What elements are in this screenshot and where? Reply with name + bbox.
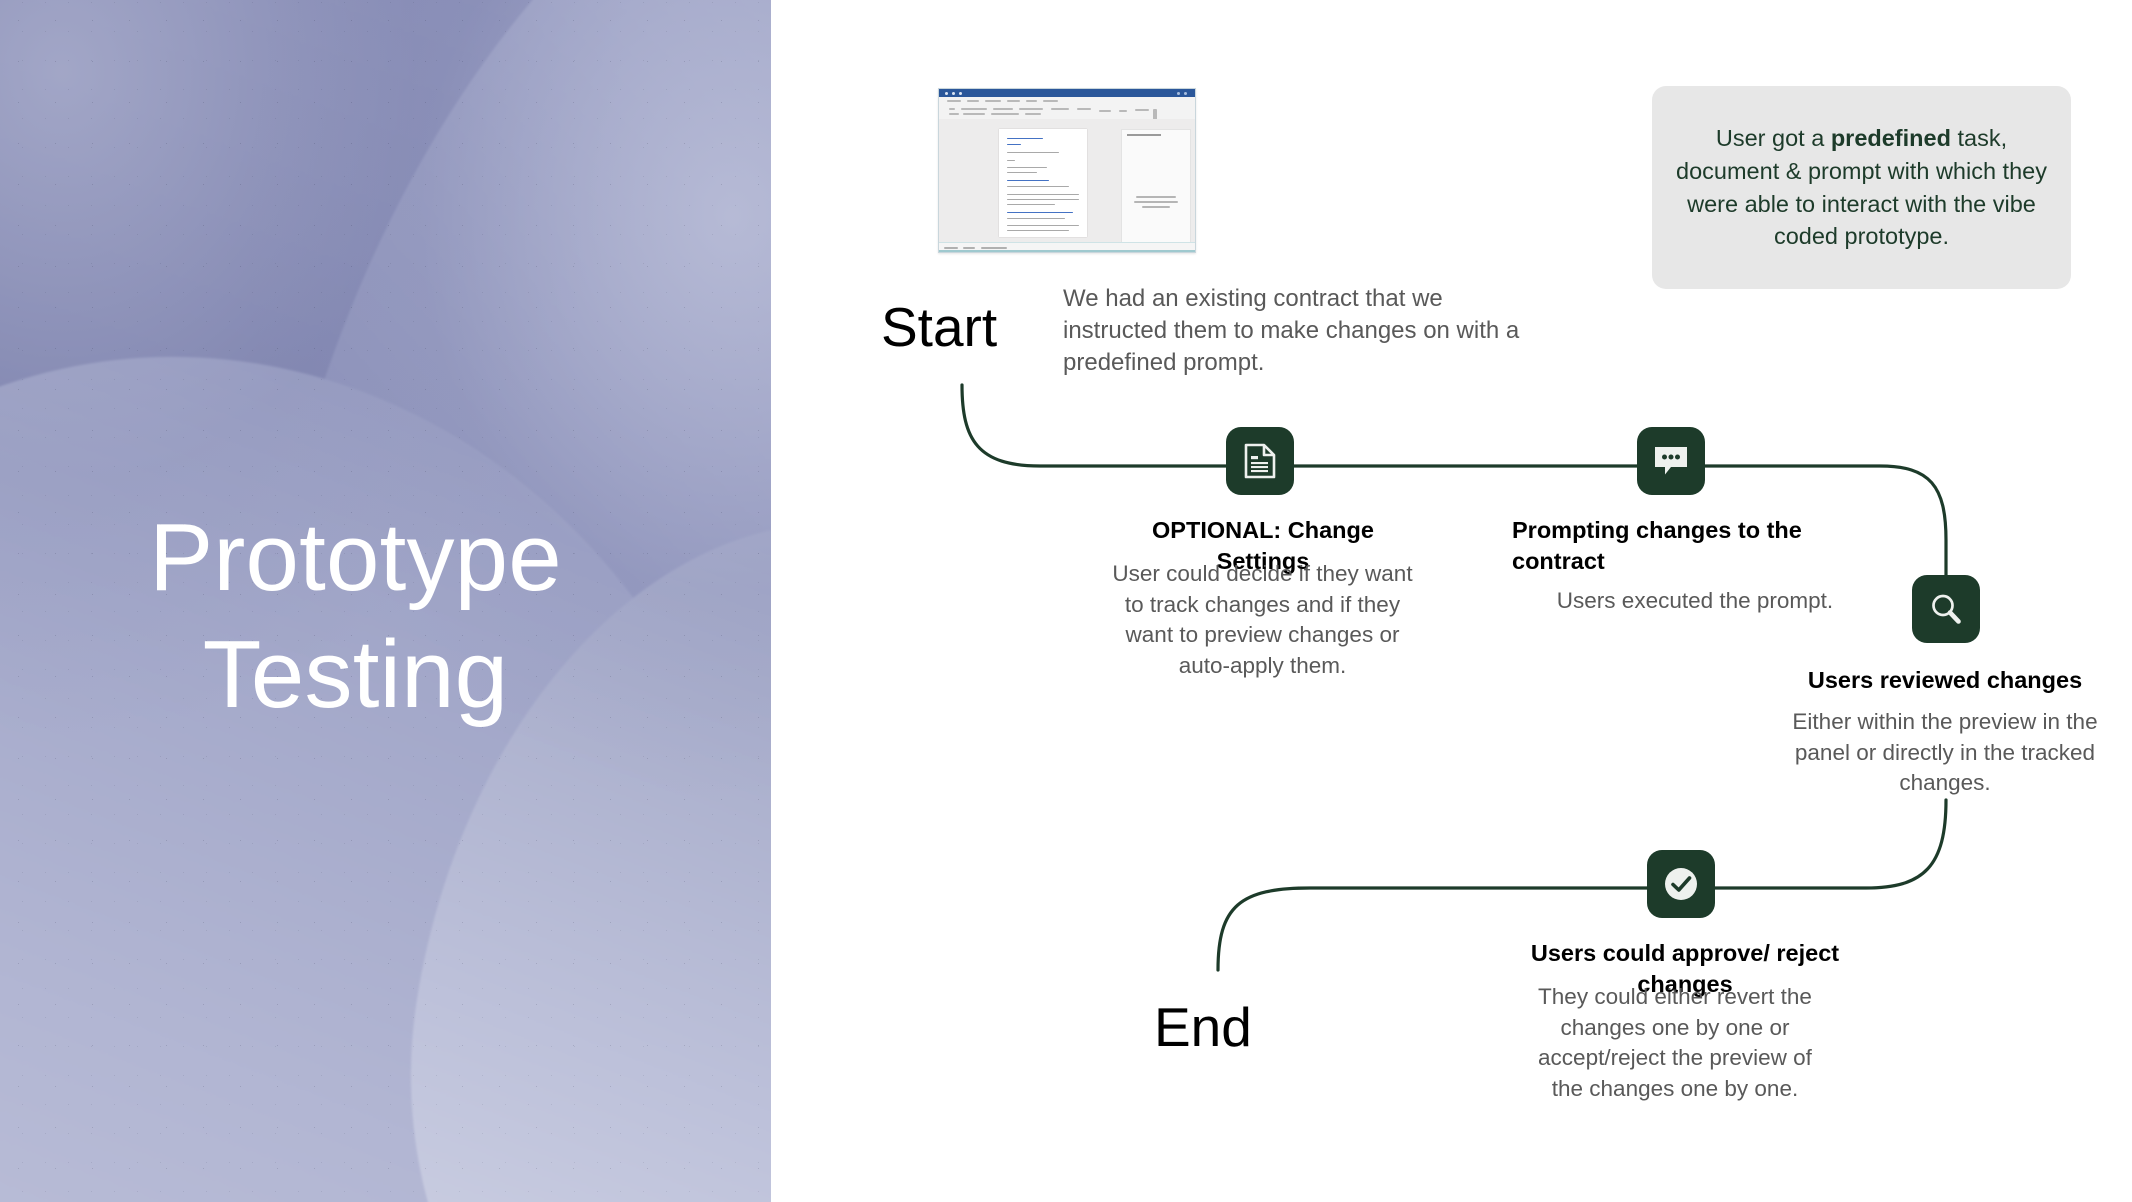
callout-text-after: task, document & prompt with which they … <box>1676 124 2047 250</box>
thumb-side-panel <box>1121 129 1191 252</box>
thumb-document-canvas <box>939 119 1195 252</box>
callout-text-bold: predefined <box>1830 124 1951 151</box>
check-circle-icon <box>1662 865 1700 903</box>
start-description: We had an existing contract that we inst… <box>1063 285 1520 376</box>
panel-grain-texture <box>0 0 771 1202</box>
flow-node-reviewed-changes[interactable] <box>1912 575 1980 643</box>
page-title: Prototype Testing <box>149 503 562 728</box>
title-panel: Prototype Testing <box>0 0 771 1202</box>
document-icon <box>1243 443 1277 479</box>
end-label: End <box>1154 996 1252 1058</box>
flow-node-4-description: They could either revert the changes one… <box>1538 984 1812 1101</box>
flow-node-3-description: Either within the preview in the panel o… <box>1792 709 2098 796</box>
callout-text-before: User got a <box>1715 124 1831 151</box>
document-editor-screenshot <box>938 88 1196 253</box>
flow-node-change-settings[interactable] <box>1226 427 1294 495</box>
flow-node-3-title: Users reviewed changes <box>1807 667 2083 693</box>
flow-node-2-description: Users executed the prompt. <box>1556 588 1834 613</box>
thumb-statusbar <box>939 242 1195 252</box>
flow-node-approve-reject[interactable] <box>1647 850 1715 918</box>
start-label: Start <box>881 296 998 358</box>
magnifier-icon <box>1928 591 1964 627</box>
flow-node-2-title: Prompting changes to the contract <box>1512 517 1802 575</box>
title-block: Prototype Testing <box>0 0 771 1202</box>
callout-text: User got a predefined task, document & p… <box>1667 122 2057 254</box>
thumb-page-1 <box>999 129 1087 237</box>
flow-node-1-description: User could decide if they want to track … <box>1112 561 1413 678</box>
thumb-titlebar <box>939 89 1195 97</box>
flow-node-4-title: Users could approve/ reject changes <box>1530 940 1840 998</box>
thumb-accent-bar <box>939 250 1195 252</box>
callout-box: User got a predefined task, document & p… <box>1652 86 2071 289</box>
panel-highlight-topright <box>0 0 771 1202</box>
flow-node-1-title: OPTIONAL: Change Settings <box>1152 517 1374 575</box>
flow-node-prompting-changes[interactable] <box>1637 427 1705 495</box>
thumb-ribbon <box>939 97 1195 121</box>
chat-bubble-icon <box>1652 444 1690 478</box>
